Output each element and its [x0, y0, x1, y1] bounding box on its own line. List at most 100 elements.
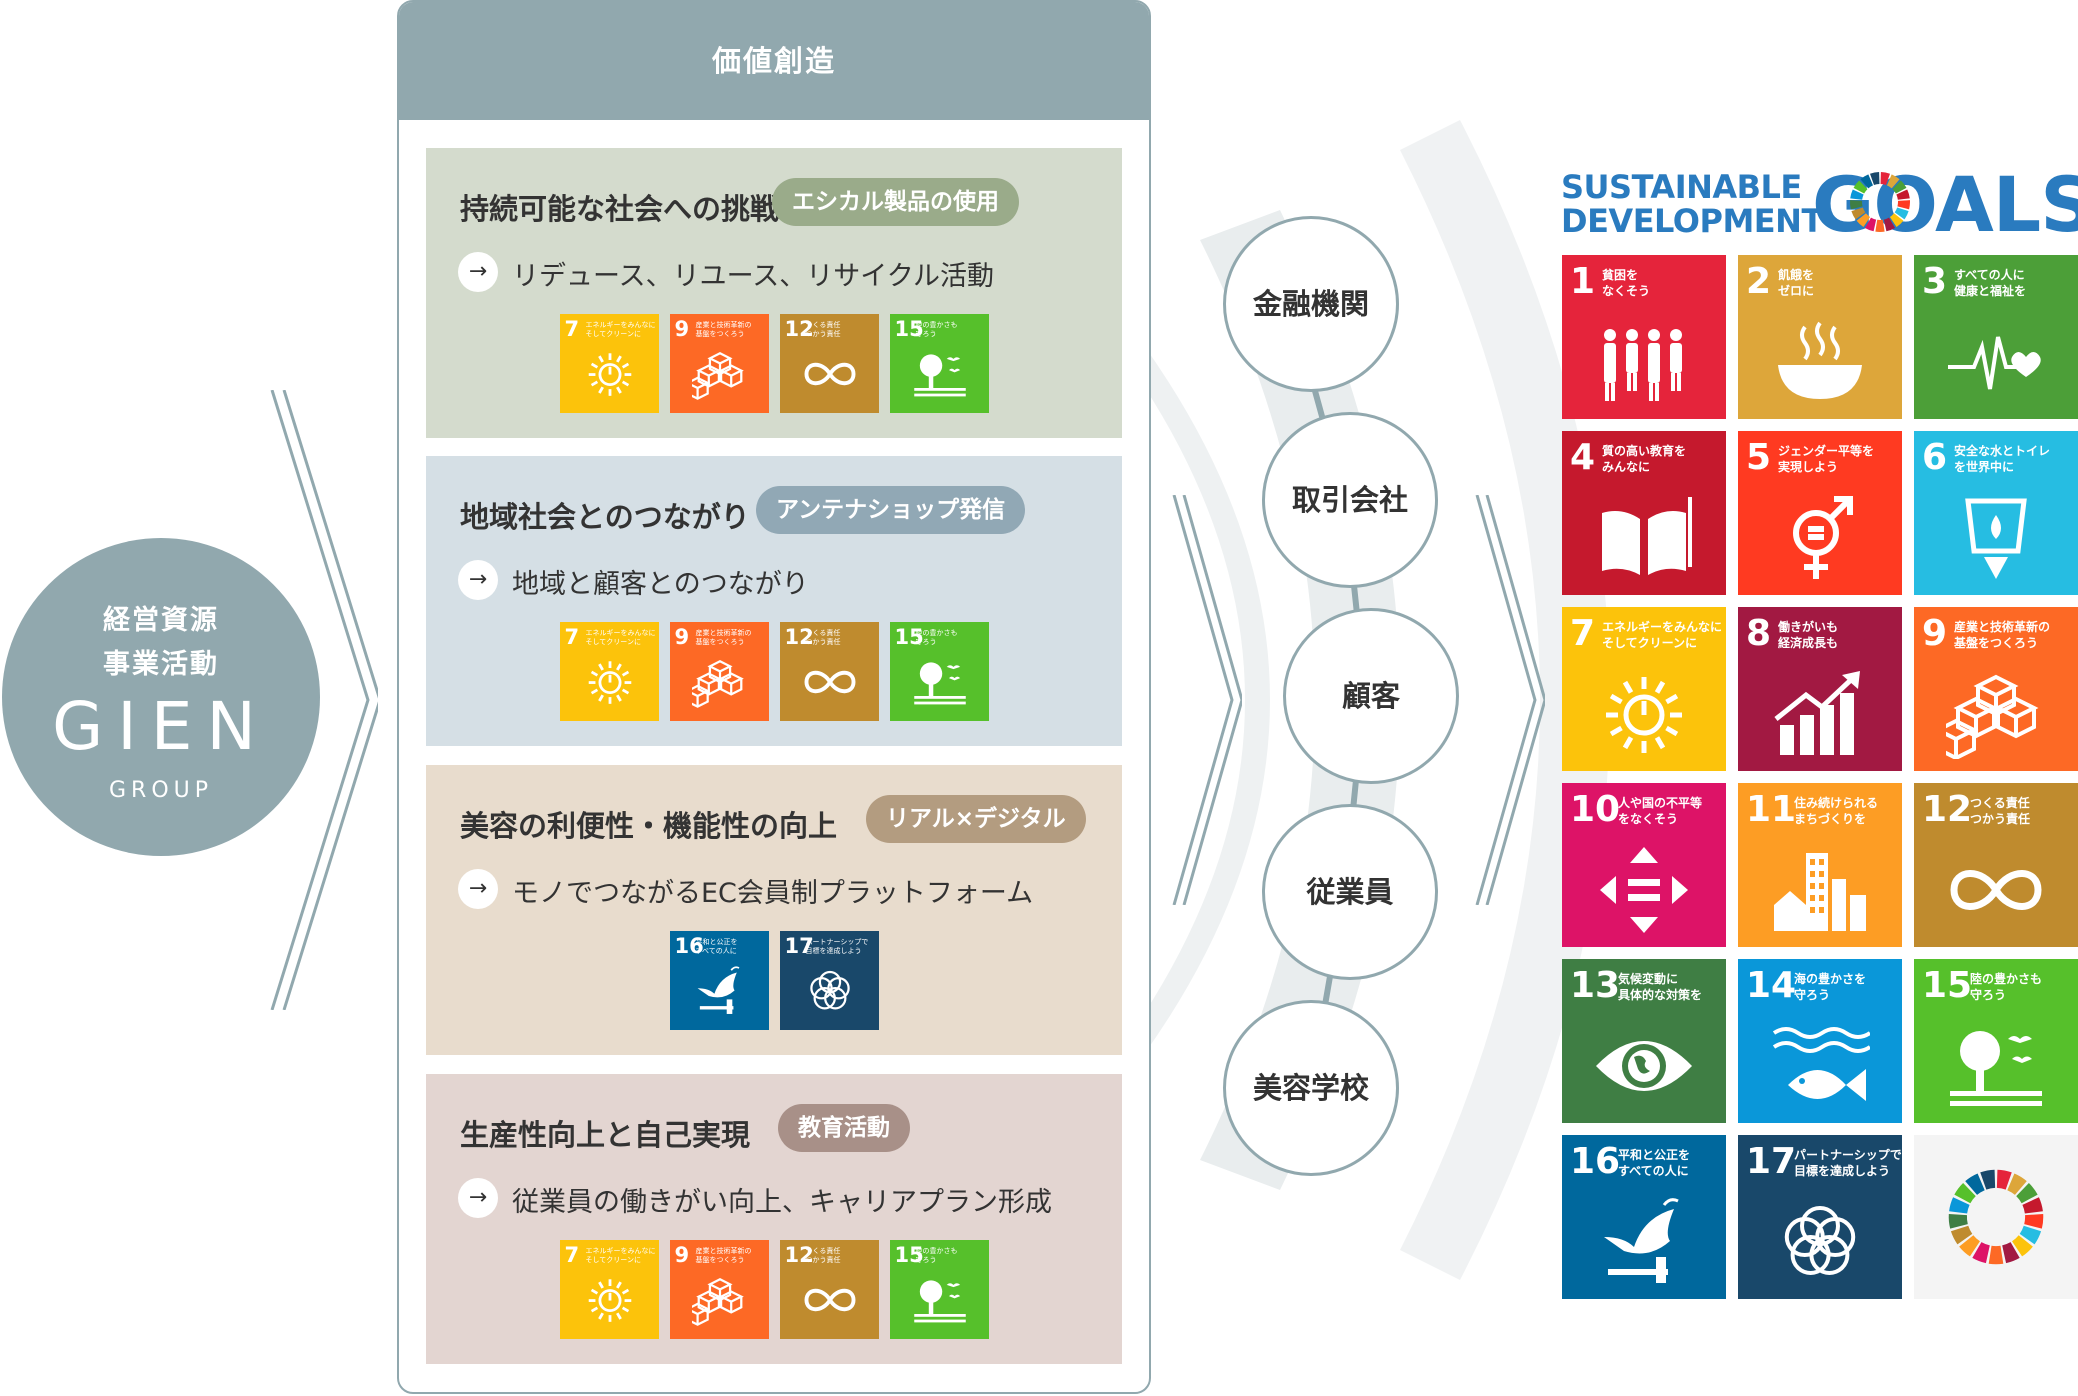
sdg-goal-13-tile: 13 気候変動に具体的な対策を	[1562, 959, 1726, 1123]
sdg-goal-15-tile: 15 陸の豊かさも守ろう	[889, 622, 989, 721]
sdg-goal-9-tile: 9 産業と技術革新の基盤をつくろう	[669, 622, 769, 721]
sdg-goal-label: 飢餓をゼロに	[1778, 268, 1815, 298]
value-card-description: モノでつながるEC会員制プラットフォーム	[512, 878, 1034, 909]
stakeholder-circle: 取引会社	[1262, 412, 1438, 588]
arrow-right-icon: →	[458, 560, 498, 600]
sdg-goal-label: エネルギーをみんなにそしてクリーンに	[585, 1247, 656, 1264]
sdg-goal-number: 15	[894, 625, 924, 649]
value-card-description: リデュース、リユース、リサイクル活動	[512, 261, 994, 292]
sdg-icon-row: 7 エネルギーをみんなにそしてクリーンに 9 産業と技術革新の基盤をつくろう 1…	[426, 1240, 1122, 1339]
sdg-goal-12-tile: 12 つくる責任つかう責任	[1914, 783, 2078, 947]
company-logo-text: GIEN	[52, 688, 270, 765]
sdg-goal-2-tile: 2 飢餓をゼロに	[1738, 255, 1902, 419]
sdg-wheel-icon	[1948, 1169, 2044, 1265]
stakeholder-circle: 顧客	[1283, 608, 1459, 784]
value-card: 生産性向上と自己実現 教育活動 → 従業員の働きがい向上、キャリアプラン形成 7…	[426, 1074, 1122, 1364]
value-creation-title: 価値創造	[399, 2, 1149, 120]
sdg-goal-label: 産業と技術革新の基盤をつくろう	[695, 321, 752, 338]
sdg-goal-label: エネルギーをみんなにそしてクリーンに	[585, 321, 656, 338]
company-circle: 経営資源 事業活動 GIEN GROUP	[2, 538, 320, 856]
sdg-goal-label: 陸の豊かさも守ろう	[915, 321, 958, 338]
sdg-goal-17-tile: 17 パートナーシップで目標を達成しよう	[1738, 1135, 1902, 1299]
sdg-goal-number: 9	[674, 317, 690, 341]
sdg-goal-label: 人や国の不平等をなくそう	[1618, 796, 1703, 826]
company-activities-label: 事業活動	[103, 649, 219, 680]
sdg-icon-row: 7 エネルギーをみんなにそしてクリーンに 9 産業と技術革新の基盤をつくろう 1…	[426, 314, 1122, 413]
sdg-goal-label: 陸の豊かさも守ろう	[915, 1247, 958, 1264]
sdg-goal-number: 13	[1570, 965, 1621, 1006]
sdg-wheel-tile	[1914, 1135, 2078, 1299]
stakeholder-circle: 美容学校	[1223, 1000, 1399, 1176]
sdg-goal-label: 産業と技術革新の基盤をつくろう	[1954, 620, 2051, 650]
value-card-badge: アンテナショップ発信	[756, 486, 1026, 534]
value-card-description: 従業員の働きがい向上、キャリアプラン形成	[512, 1187, 1052, 1218]
sdg-goal-number: 10	[1570, 789, 1621, 830]
sdg-goal-number: 12	[784, 625, 814, 649]
value-creation-panel: 価値創造 持続可能な社会への挑戦 エシカル製品の使用 → リデュース、リユース、…	[397, 0, 1151, 1394]
value-card-badge: エシカル製品の使用	[772, 178, 1019, 226]
sdg-goal-label: エネルギーをみんなにそしてクリーンに	[585, 629, 656, 646]
sdg-goal-number: 14	[1746, 965, 1797, 1006]
sdg-goal-label: 平和と公正をすべての人に	[695, 938, 738, 955]
sdg-goal-label: 陸の豊かさも守ろう	[915, 629, 958, 646]
value-card-title: 持続可能な社会への挑戦	[460, 192, 780, 226]
sdg-goal-12-tile: 12 つくる責任つかう責任	[779, 622, 879, 721]
value-card: 持続可能な社会への挑戦 エシカル製品の使用 → リデュース、リユース、リサイクル…	[426, 148, 1122, 438]
value-card-title: 美容の利便性・機能性の向上	[460, 809, 838, 843]
sdg-goal-7-tile: 7 エネルギーをみんなにそしてクリーンに	[559, 314, 659, 413]
sdg-goal-number: 8	[1746, 613, 1772, 654]
stakeholder-circle: 従業員	[1262, 804, 1438, 980]
sdg-goal-number: 9	[1922, 613, 1948, 654]
sdg-goal-number: 7	[564, 317, 580, 341]
sdg-goal-17-tile: 17 パートナーシップで目標を達成しよう	[779, 931, 879, 1030]
sdg-goal-label: 安全な水とトイレを世界中に	[1954, 444, 2051, 474]
sdg-goal-14-tile: 14 海の豊かさを守ろう	[1738, 959, 1902, 1123]
sdg-goal-label: 陸の豊かさも守ろう	[1970, 972, 2043, 1002]
sdg-goal-label: パートナーシップで目標を達成しよう	[1794, 1148, 1902, 1178]
sdg-goal-number: 15	[894, 317, 924, 341]
arrow-right-icon: →	[458, 252, 498, 292]
stakeholder-circle: 金融機関	[1223, 216, 1399, 392]
sdg-goal-1-tile: 1 貧困をなくそう	[1562, 255, 1726, 419]
sdg-goal-number: 7	[564, 625, 580, 649]
value-card-description: 地域と顧客とのつながり	[512, 569, 809, 600]
sdg-goal-number: 16	[674, 934, 704, 958]
sdg-goal-number: 17	[1746, 1141, 1797, 1182]
sdg-goal-12-tile: 12 つくる責任つかう責任	[779, 1240, 879, 1339]
sdg-goal-label: 質の高い教育をみんなに	[1602, 444, 1687, 474]
sdg-goal-number: 9	[674, 625, 690, 649]
sdg-goal-12-tile: 12 つくる責任つかう責任	[779, 314, 879, 413]
sdg-goal-15-tile: 15 陸の豊かさも守ろう	[889, 314, 989, 413]
sdg-goal-label: つくる責任つかう責任	[805, 629, 841, 646]
arrow-right-icon: →	[458, 869, 498, 909]
sdg-icon-row: 16 平和と公正をすべての人に 17 パートナーシップで目標を達成しよう	[426, 931, 1122, 1030]
sdg-goal-11-tile: 11 住み続けられるまちづくりを	[1738, 783, 1902, 947]
value-card-title: 生産性向上と自己実現	[460, 1118, 751, 1152]
sdg-goal-label: 働きがいも経済成長も	[1778, 620, 1839, 650]
sdg-goal-7-tile: 7 エネルギーをみんなにそしてクリーンに	[559, 1240, 659, 1339]
sdg-goal-label: つくる責任つかう責任	[1970, 796, 2031, 826]
sdg-goal-7-tile: 7 エネルギーをみんなにそしてクリーンに	[1562, 607, 1726, 771]
value-card: 地域社会とのつながり アンテナショップ発信 → 地域と顧客とのつながり 7 エネ…	[426, 456, 1122, 746]
sdg-goal-number: 12	[784, 1243, 814, 1267]
sdg-wheel-logo	[1850, 172, 1910, 232]
sdg-goal-label: すべての人に健康と福祉を	[1954, 268, 2027, 298]
sdg-goal-9-tile: 9 産業と技術革新の基盤をつくろう	[1914, 607, 2078, 771]
sdg-goal-number: 5	[1746, 437, 1772, 478]
sdg-goal-number: 11	[1746, 789, 1797, 830]
company-group-text: GROUP	[108, 778, 214, 803]
sdg-goal-15-tile: 15 陸の豊かさも守ろう	[1914, 959, 2078, 1123]
sdg-goal-16-tile: 16 平和と公正をすべての人に	[669, 931, 769, 1030]
sdg-goal-label: ジェンダー平等を実現しよう	[1778, 444, 1875, 474]
sdg-goal-number: 2	[1746, 261, 1772, 302]
sdg-goal-number: 6	[1922, 437, 1948, 478]
sdg-goal-number: 3	[1922, 261, 1948, 302]
sdg-goal-7-tile: 7 エネルギーをみんなにそしてクリーンに	[559, 622, 659, 721]
sdg-goal-16-tile: 16 平和と公正をすべての人に	[1562, 1135, 1726, 1299]
sdg-goal-5-tile: 5 ジェンダー平等を実現しよう	[1738, 431, 1902, 595]
sdg-goal-number: 12	[784, 317, 814, 341]
sdg-goal-label: 貧困をなくそう	[1602, 268, 1651, 298]
chevron-arrow-icon	[1475, 495, 1545, 905]
sdg-goal-8-tile: 8 働きがいも経済成長も	[1738, 607, 1902, 771]
sdg-goal-number: 15	[894, 1243, 924, 1267]
